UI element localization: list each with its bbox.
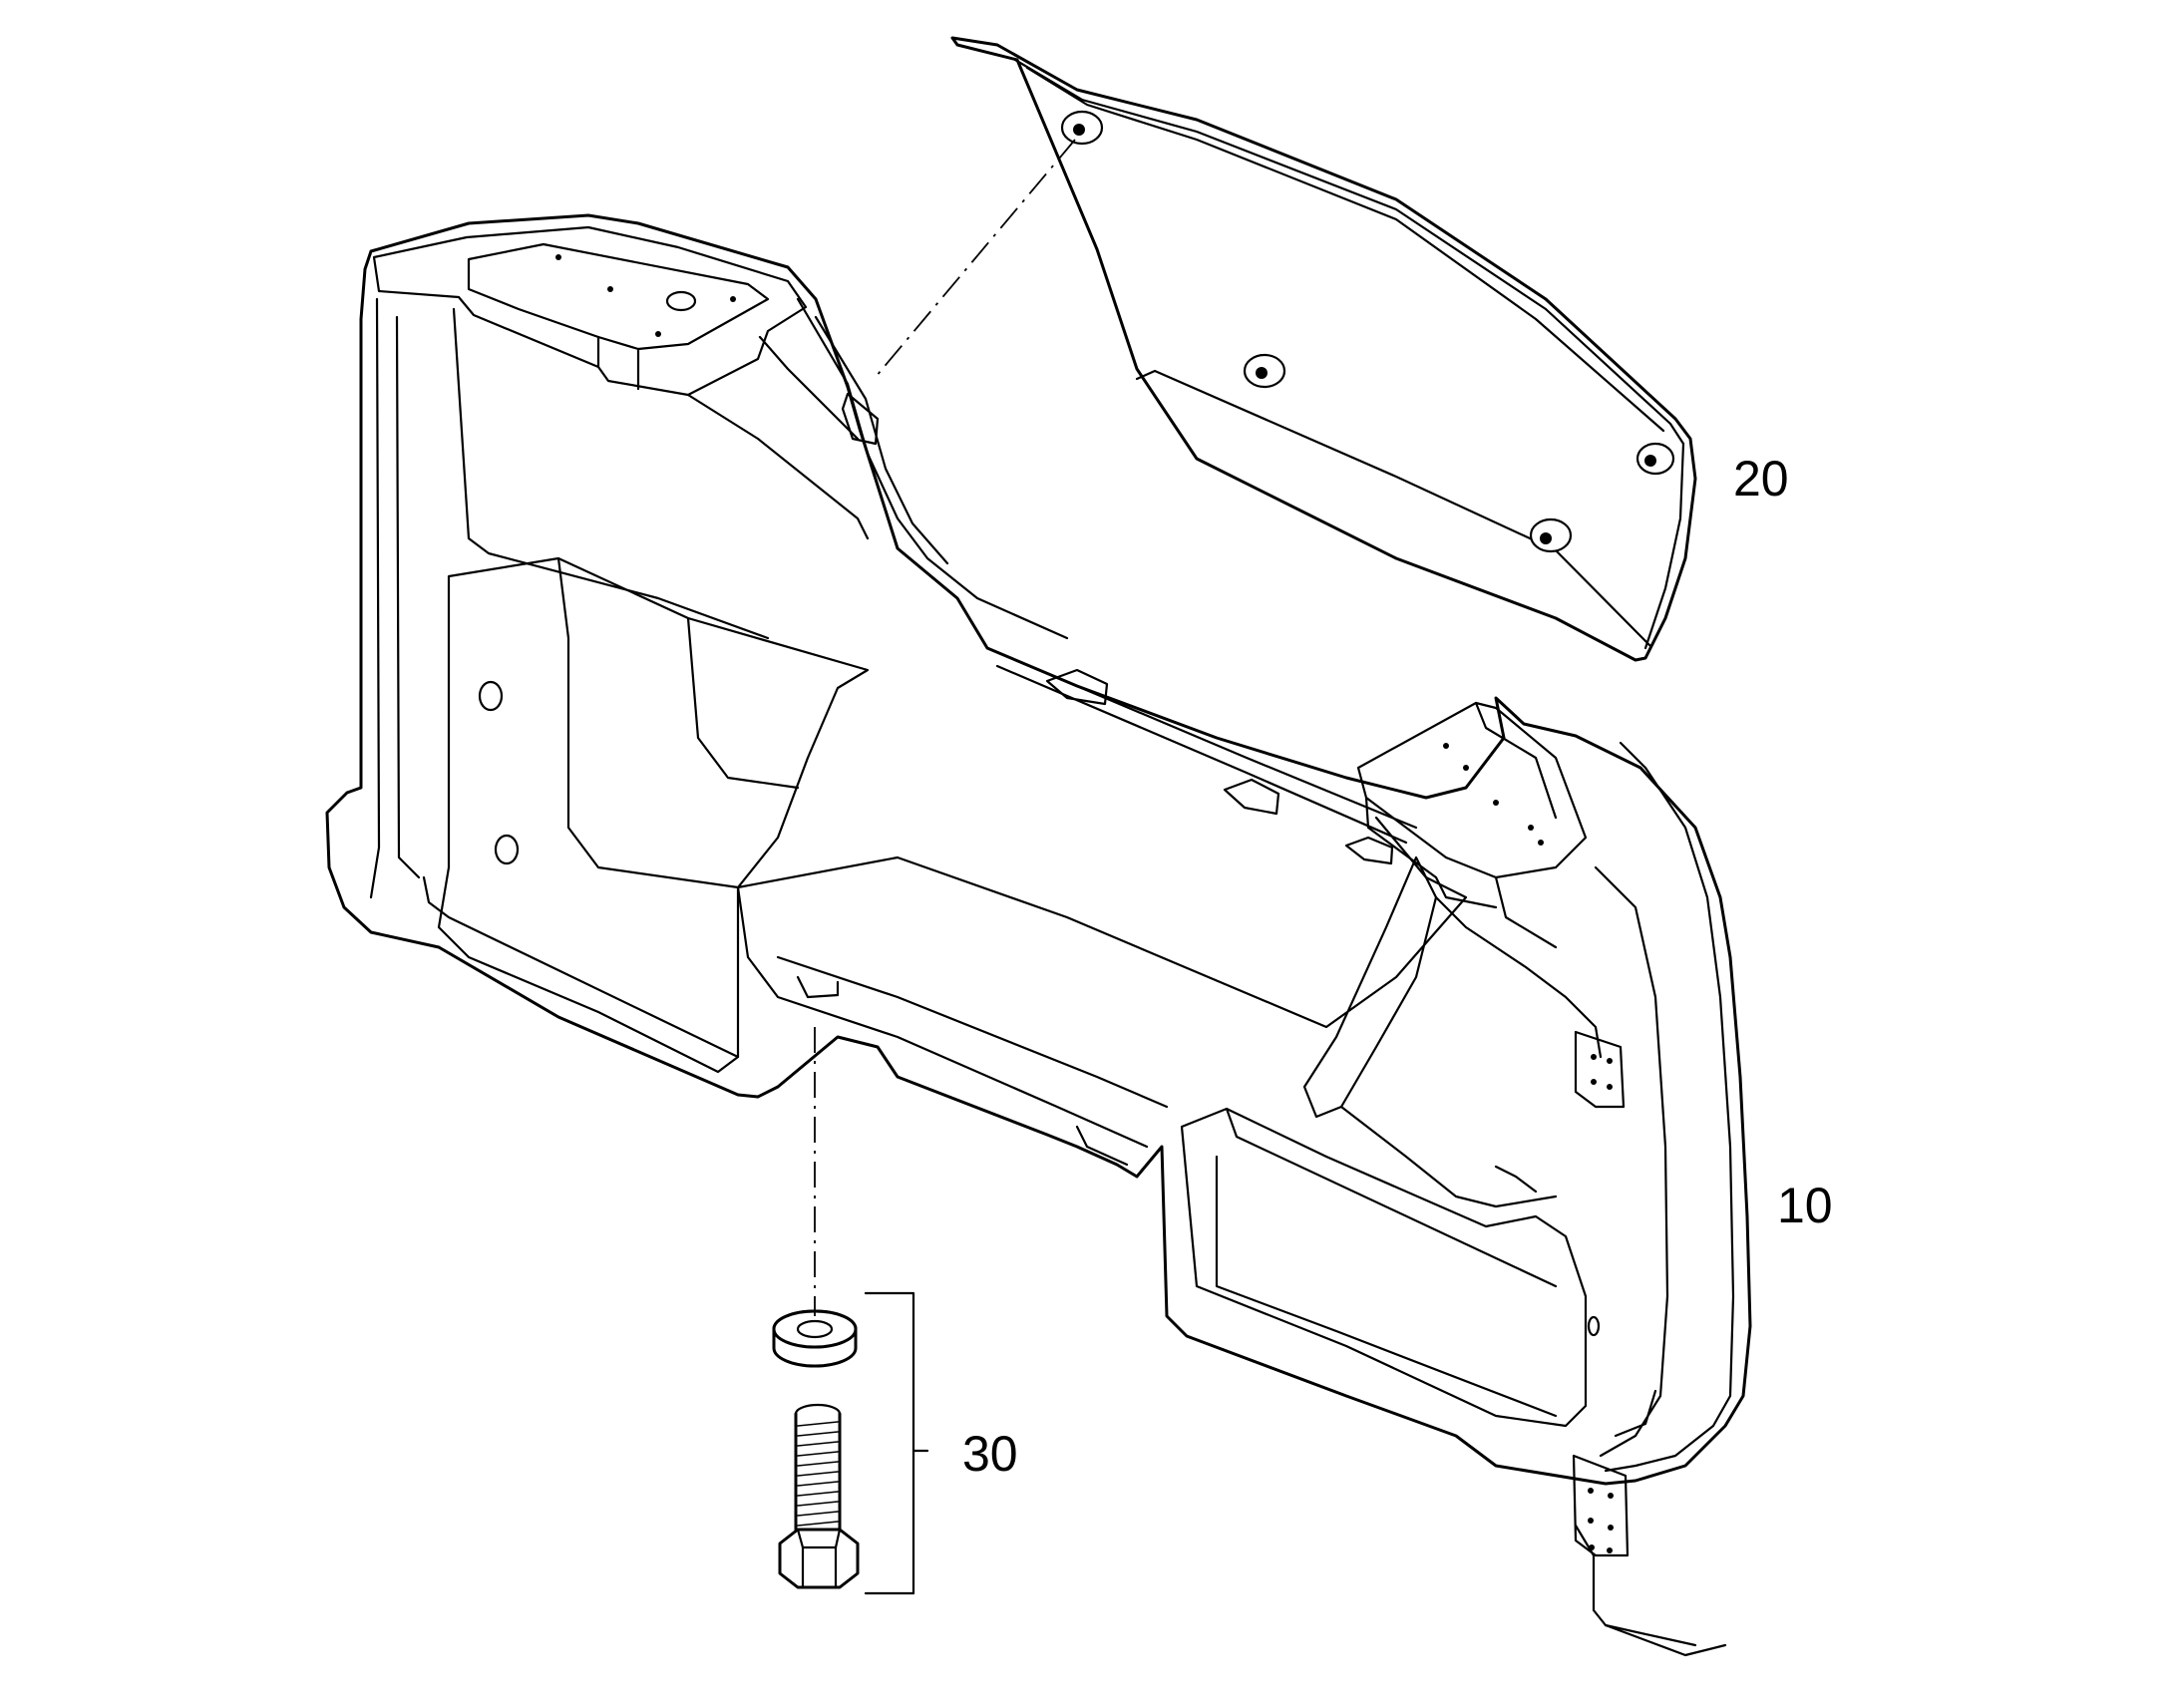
trim-panel-part-10 [325,213,1752,1657]
callout-label-10: 10 [1777,1178,1833,1233]
cover-fastener-2 [1243,353,1286,389]
callout-bracket-30 [864,1291,929,1595]
trim-panel-body [325,213,1752,1486]
mount-hole-left-upper [478,680,504,712]
central-shelf [736,816,1468,1029]
cover-fastener-4 [1635,442,1675,476]
mount-hole-left-lower [494,834,520,865]
cover-panel-body [950,36,1697,662]
right-bracket-upper [1574,1030,1626,1109]
callout-label-30: 30 [962,1426,1018,1482]
spine-tab-2 [1223,778,1280,816]
right-recess [1180,1107,1588,1428]
callout-label-20: 20 [1733,451,1789,507]
cover-panel-part-20 [950,36,1697,662]
fastener-set-part-30 [772,1291,929,1595]
right-mount-block [1356,701,1588,879]
left-inner-frame [369,297,421,899]
left-mount-plate [467,242,770,351]
cover-fastener-1 [1060,110,1104,146]
left-mount-ledge [372,225,808,397]
assembly-line-cover [875,139,1076,378]
spine-tab-3 [1344,836,1394,865]
right-wing [1302,855,1438,1119]
hex-bolt [778,1403,860,1589]
right-end-cap [1604,741,1735,1473]
cover-fastener-3 [1529,517,1573,553]
left-wing-strip [796,297,1069,640]
washer [772,1309,858,1368]
